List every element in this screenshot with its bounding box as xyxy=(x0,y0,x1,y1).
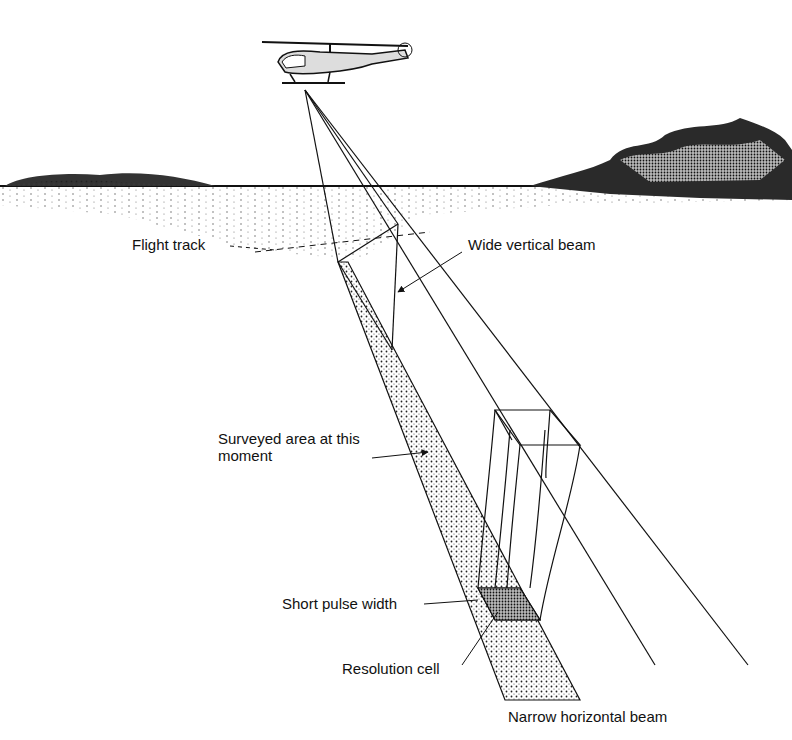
helicopter xyxy=(262,42,412,83)
area-label: Surveyed area at this moment xyxy=(216,430,370,464)
beam-label: Narrow horizontal beam xyxy=(506,708,669,725)
flight-track-leader xyxy=(230,246,275,250)
cell-label: Resolution cell xyxy=(340,660,442,677)
resolution-cell xyxy=(478,588,540,620)
track-label: Flight track xyxy=(130,236,207,253)
beam-lines xyxy=(305,90,748,665)
flight-track xyxy=(255,232,430,252)
right-shore-trees xyxy=(530,118,792,200)
pulse-volume xyxy=(478,410,580,620)
beam-label: Wide vertical beam xyxy=(466,236,598,253)
tree-texture xyxy=(620,140,785,182)
surveyed-area xyxy=(338,262,580,700)
water-surface xyxy=(0,186,792,260)
left-shore xyxy=(5,173,215,186)
left-shore-texture xyxy=(5,180,200,186)
pulse-label: Short pulse width xyxy=(280,595,399,612)
